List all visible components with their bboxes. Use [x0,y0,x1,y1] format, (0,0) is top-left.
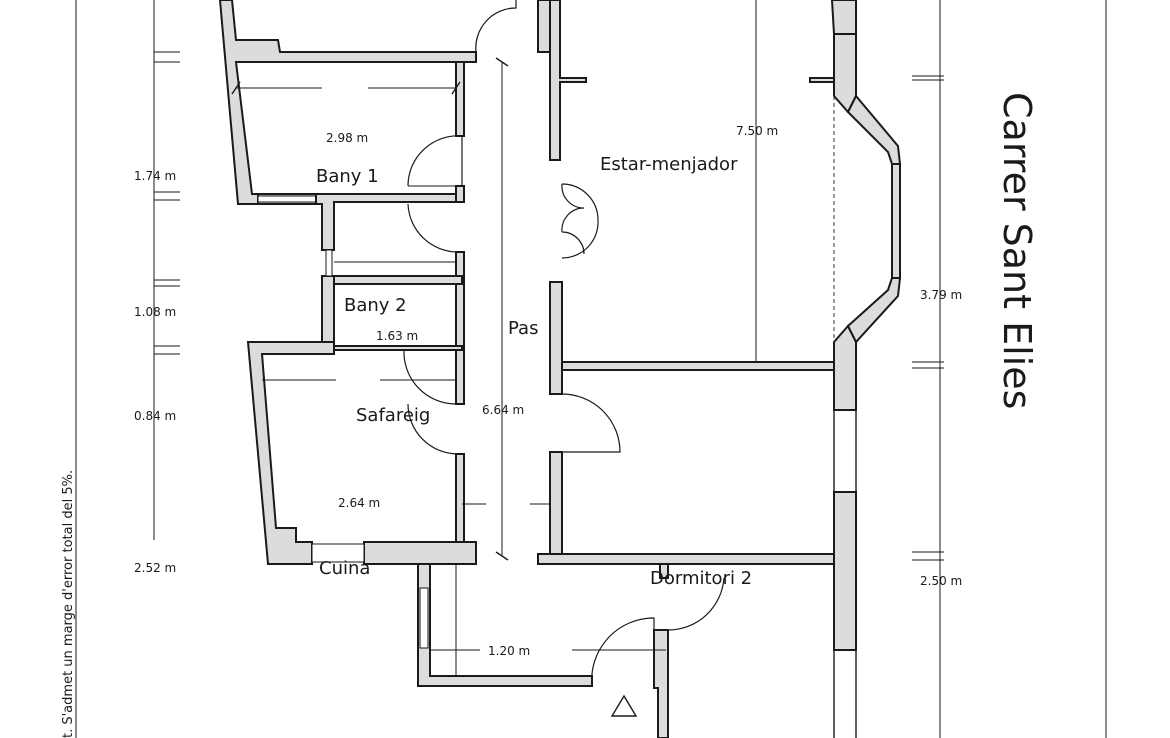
window-cuina [311,543,365,563]
wall-facade-3 [833,491,857,651]
dim-label-left-4: 2.52 m [134,561,176,575]
window-passage [419,587,429,649]
dim-label-safareig: 2.64 m [338,496,380,510]
wall-estar-bottom [561,361,835,371]
wall-bany2-mid [333,275,463,285]
wall-safareig-right [455,453,465,543]
dim-label-left-2: 1.08 m [134,305,176,319]
error-margin-note: t. S'admet un marge d'error total del 5%… [61,470,76,738]
dim-label-right-2: 2.50 m [920,574,962,588]
window-bany1 [257,195,317,203]
wall-dormitori-stub [659,563,669,579]
wall-safareig-bottom [363,541,477,565]
street-label: Carrer Sant Elies [995,92,1039,409]
dim-label-left-1: 1.74 m [134,169,176,183]
dim-tick [231,81,241,95]
triangle-marker-icon [610,694,638,717]
wall-bany2-left [321,275,335,347]
dim-tick [451,81,461,95]
room-label-pas: Pas [508,318,538,339]
wall-facade-2 [833,324,857,411]
dim-tick [495,551,509,561]
room-label-bany2: Bany 2 [344,295,407,316]
dim-label-passage: 1.20 m [488,644,530,658]
wall-passage-left [417,563,593,687]
wall-facade-stub [809,77,835,83]
wall-bany1-right-2 [455,185,465,203]
room-label-cuina: Cuina [319,558,370,579]
wall-bany1-bottom-2 [315,193,463,251]
room-label-dormitori2: Dormitori 2 [650,568,752,589]
wall-bany2-bottom [333,345,463,351]
wall-dormitori-top [537,553,835,565]
wall-corridor-right-2 [549,281,563,395]
dim-tick [495,57,509,67]
door-safareig-2 [407,403,459,455]
door-bany1 [407,135,463,187]
wall-corridor-top-left [537,0,551,53]
window-bany2 [325,249,333,277]
bay-window-mid [891,163,901,279]
door-estar [561,183,599,259]
bay-window-upper [846,94,902,165]
bay-window-lower [846,277,902,344]
room-label-safareig: Safareig [356,405,430,426]
wall-facade-1 [833,33,857,114]
dim-label-estar: 7.50 m [736,124,778,138]
wall-corridor-right-3 [537,451,563,565]
wall-facade-top [830,0,857,35]
wall-bany2-right [455,251,465,405]
wall-passage-right [653,629,669,738]
door-passage [591,617,655,687]
wall-bany1-right [455,61,465,137]
room-label-estar: Estar-menjador [600,154,738,175]
door-dormitori1 [561,393,621,453]
dim-label-left-3: 0.84 m [134,409,176,423]
wall-corridor-right-1 [549,0,587,161]
door-safareig-1 [403,349,457,405]
dim-label-pas: 6.64 m [482,403,524,417]
wall-safareig-outer [246,341,335,565]
door-entry [475,0,517,53]
dim-label-bany2: 1.63 m [376,329,418,343]
door-dormitori2 [667,577,725,631]
dim-label-bany1: 2.98 m [326,131,368,145]
dim-label-right-1: 3.79 m [920,288,962,302]
room-label-bany1: Bany 1 [316,166,379,187]
door-bany2 [407,203,459,253]
